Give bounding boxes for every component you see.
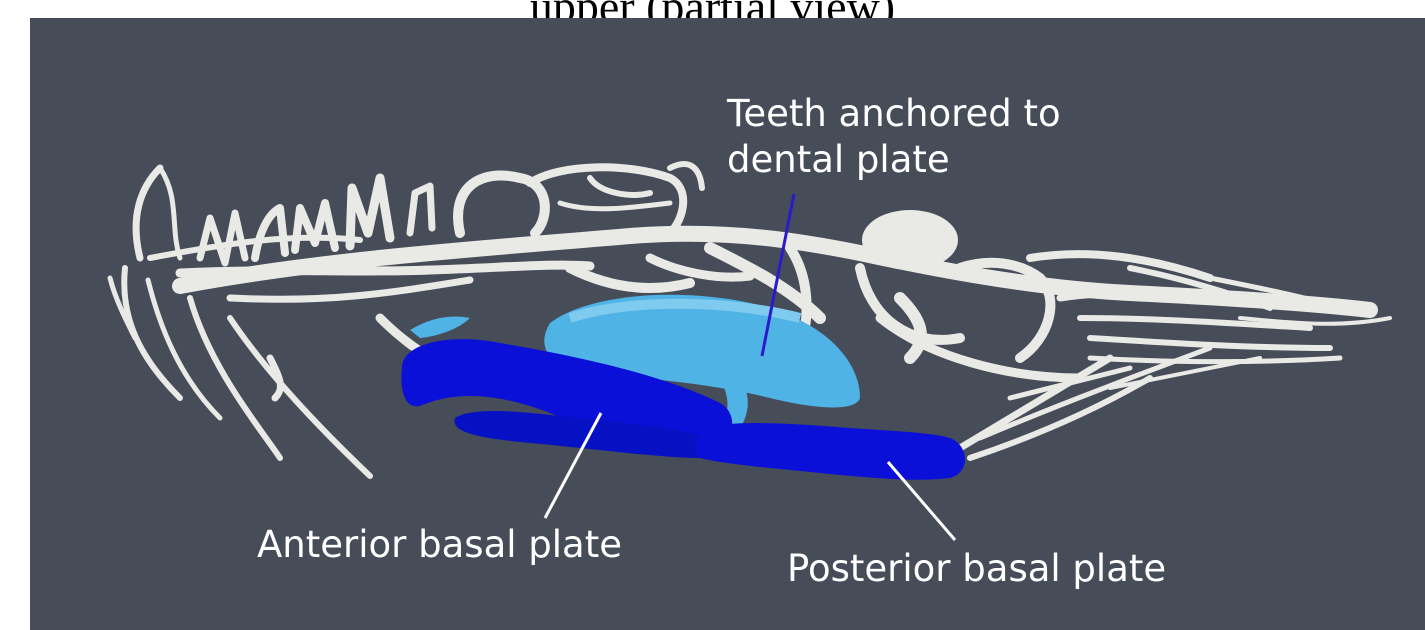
teeth-label-line-2: dental plate xyxy=(727,137,1061,183)
render-viewport: Teeth anchored to dental plate Anterior … xyxy=(30,18,1425,630)
teeth-label: Teeth anchored to dental plate xyxy=(727,91,1061,183)
posterior-basal-plate-label: Posterior basal plate xyxy=(787,546,1166,592)
anterior-basal-plate-label: Anterior basal plate xyxy=(257,522,622,568)
teeth-label-line-1: Teeth anchored to xyxy=(727,91,1061,137)
